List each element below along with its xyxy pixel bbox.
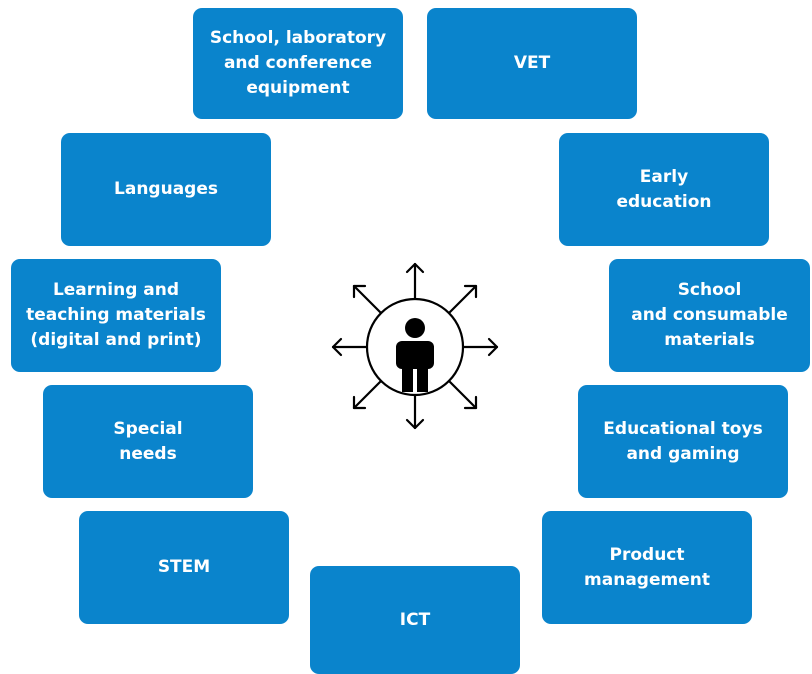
box-vet: VET	[427, 8, 637, 119]
box-languages: Languages	[61, 133, 271, 246]
box-product-management: Product management	[542, 511, 752, 624]
box-stem: STEM	[79, 511, 289, 624]
box-school-consumable-materials: School and consumable materials	[609, 259, 810, 372]
box-early-education: Early education	[559, 133, 769, 246]
person-with-outward-arrows-icon	[331, 262, 499, 430]
box-school-laboratory-conference-equipment: School, laboratory and conference equipm…	[193, 8, 403, 119]
box-ict: ICT	[310, 566, 520, 674]
box-learning-teaching-materials: Learning and teaching materials (digital…	[11, 259, 221, 372]
box-educational-toys-gaming: Educational toys and gaming	[578, 385, 788, 498]
box-special-needs: Special needs	[43, 385, 253, 498]
